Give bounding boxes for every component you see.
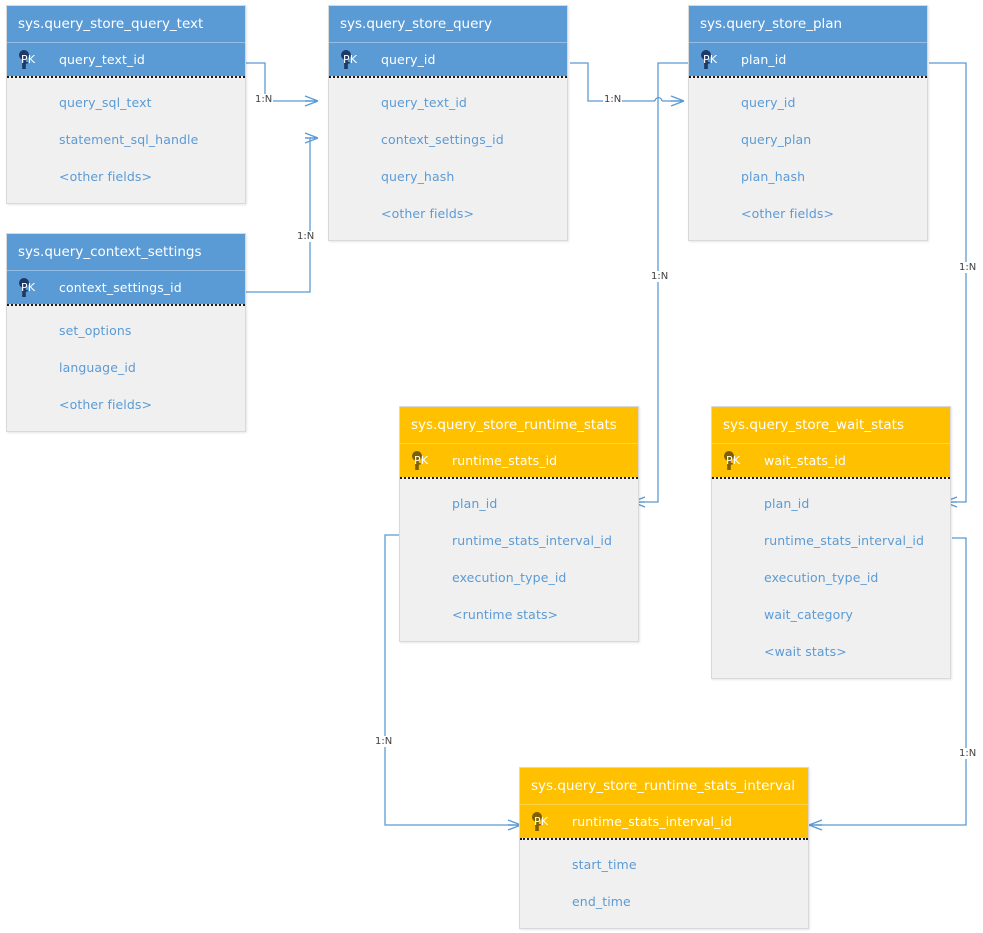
field-row: wait_category — [764, 607, 854, 622]
primary-key-row: PK query_text_id — [7, 43, 245, 76]
field-row: query_hash — [381, 169, 455, 184]
entity-query-store-runtime-stats-interval[interactable]: sys.query_store_runtime_stats_interval P… — [519, 767, 809, 929]
field-row: runtime_stats_interval_id — [452, 533, 613, 548]
entity-query-store-runtime-stats[interactable]: sys.query_store_runtime_stats PK runtime… — [399, 406, 639, 642]
field-row: <other fields> — [59, 397, 153, 412]
field-row: <other fields> — [59, 169, 153, 184]
pk-badge: PK — [534, 815, 549, 828]
key-icon — [723, 444, 759, 477]
entity-title: sys.query_context_settings — [7, 234, 245, 271]
pk-field-name: query_id — [381, 52, 436, 67]
entity-fields: query_id query_plan plan_hash <other fie… — [689, 76, 927, 240]
entity-title: sys.query_store_query_text — [7, 6, 245, 43]
field-row: execution_type_id — [452, 570, 567, 585]
pk-badge: PK — [343, 53, 358, 66]
primary-key-row: PK context_settings_id — [7, 271, 245, 304]
entity-fields: query_text_id context_settings_id query_… — [329, 76, 567, 240]
pk-badge: PK — [726, 454, 741, 467]
entity-query-store-wait-stats[interactable]: sys.query_store_wait_stats PK wait_stats… — [711, 406, 951, 679]
cardinality-label-r5: 1:N — [958, 262, 978, 273]
crowfoot-plan-query-id — [670, 95, 685, 107]
key-icon — [700, 43, 736, 76]
entity-query-context-settings[interactable]: sys.query_context_settings PK context_se… — [6, 233, 246, 432]
crowfoot-context-settings-id — [304, 132, 319, 144]
field-row: start_time — [572, 857, 637, 872]
cardinality-label-r7: 1:N — [958, 748, 978, 759]
key-icon — [340, 43, 376, 76]
field-row: query_text_id — [381, 95, 467, 110]
field-row: <other fields> — [381, 206, 475, 221]
key-icon — [18, 271, 54, 304]
pk-badge: PK — [414, 454, 429, 467]
cardinality-label-r3: 1:N — [603, 94, 623, 105]
entity-title: sys.query_store_wait_stats — [712, 407, 950, 444]
key-icon — [411, 444, 447, 477]
entity-title: sys.query_store_plan — [689, 6, 927, 43]
field-row: runtime_stats_interval_id — [764, 533, 925, 548]
primary-key-row: PK plan_id — [689, 43, 927, 76]
field-row: query_id — [741, 95, 796, 110]
field-row: context_settings_id — [381, 132, 504, 147]
field-row: end_time — [572, 894, 631, 909]
key-icon — [531, 805, 567, 838]
entity-title: sys.query_store_query — [329, 6, 567, 43]
entity-title: sys.query_store_runtime_stats_interval — [520, 768, 808, 805]
crowfoot-query-text-id — [304, 95, 319, 107]
crowfoot-interval-from-wait — [808, 819, 823, 831]
pk-field-name: runtime_stats_id — [452, 453, 558, 468]
primary-key-row: PK query_id — [329, 43, 567, 76]
entity-fields: plan_id runtime_stats_interval_id execut… — [400, 477, 638, 641]
entity-fields: plan_id runtime_stats_interval_id execut… — [712, 477, 950, 678]
pk-field-name: runtime_stats_interval_id — [572, 814, 733, 829]
entity-title: sys.query_store_runtime_stats — [400, 407, 638, 444]
field-row: <wait stats> — [764, 644, 847, 659]
field-row: language_id — [59, 360, 136, 375]
field-row: set_options — [59, 323, 132, 338]
pk-field-name: plan_id — [741, 52, 787, 67]
pk-badge: PK — [21, 281, 36, 294]
cardinality-label-r1: 1:N — [254, 94, 274, 105]
entity-fields: start_time end_time — [520, 838, 808, 928]
entity-query-store-query[interactable]: sys.query_store_query PK query_id query_… — [328, 5, 568, 241]
cardinality-label-r6: 1:N — [374, 736, 394, 747]
pk-badge: PK — [703, 53, 718, 66]
entity-query-store-plan[interactable]: sys.query_store_plan PK plan_id query_id… — [688, 5, 928, 241]
field-row: <runtime stats> — [452, 607, 559, 622]
entity-fields: query_sql_text statement_sql_handle <oth… — [7, 76, 245, 203]
field-row: plan_id — [764, 496, 810, 511]
key-icon — [18, 43, 54, 76]
field-row: execution_type_id — [764, 570, 879, 585]
field-row: query_sql_text — [59, 95, 152, 110]
field-row: plan_hash — [741, 169, 806, 184]
primary-key-row: PK wait_stats_id — [712, 444, 950, 477]
primary-key-row: PK runtime_stats_interval_id — [520, 805, 808, 838]
cardinality-label-r4: 1:N — [650, 271, 670, 282]
entity-query-store-query-text[interactable]: sys.query_store_query_text PK query_text… — [6, 5, 246, 204]
entity-fields: set_options language_id <other fields> — [7, 304, 245, 431]
field-row: <other fields> — [741, 206, 835, 221]
pk-badge: PK — [21, 53, 36, 66]
pk-field-name: query_text_id — [59, 52, 145, 67]
pk-field-name: context_settings_id — [59, 280, 182, 295]
field-row: statement_sql_handle — [59, 132, 199, 147]
primary-key-row: PK runtime_stats_id — [400, 444, 638, 477]
field-row: plan_id — [452, 496, 498, 511]
cardinality-label-r2: 1:N — [296, 231, 316, 242]
field-row: query_plan — [741, 132, 812, 147]
pk-field-name: wait_stats_id — [764, 453, 846, 468]
